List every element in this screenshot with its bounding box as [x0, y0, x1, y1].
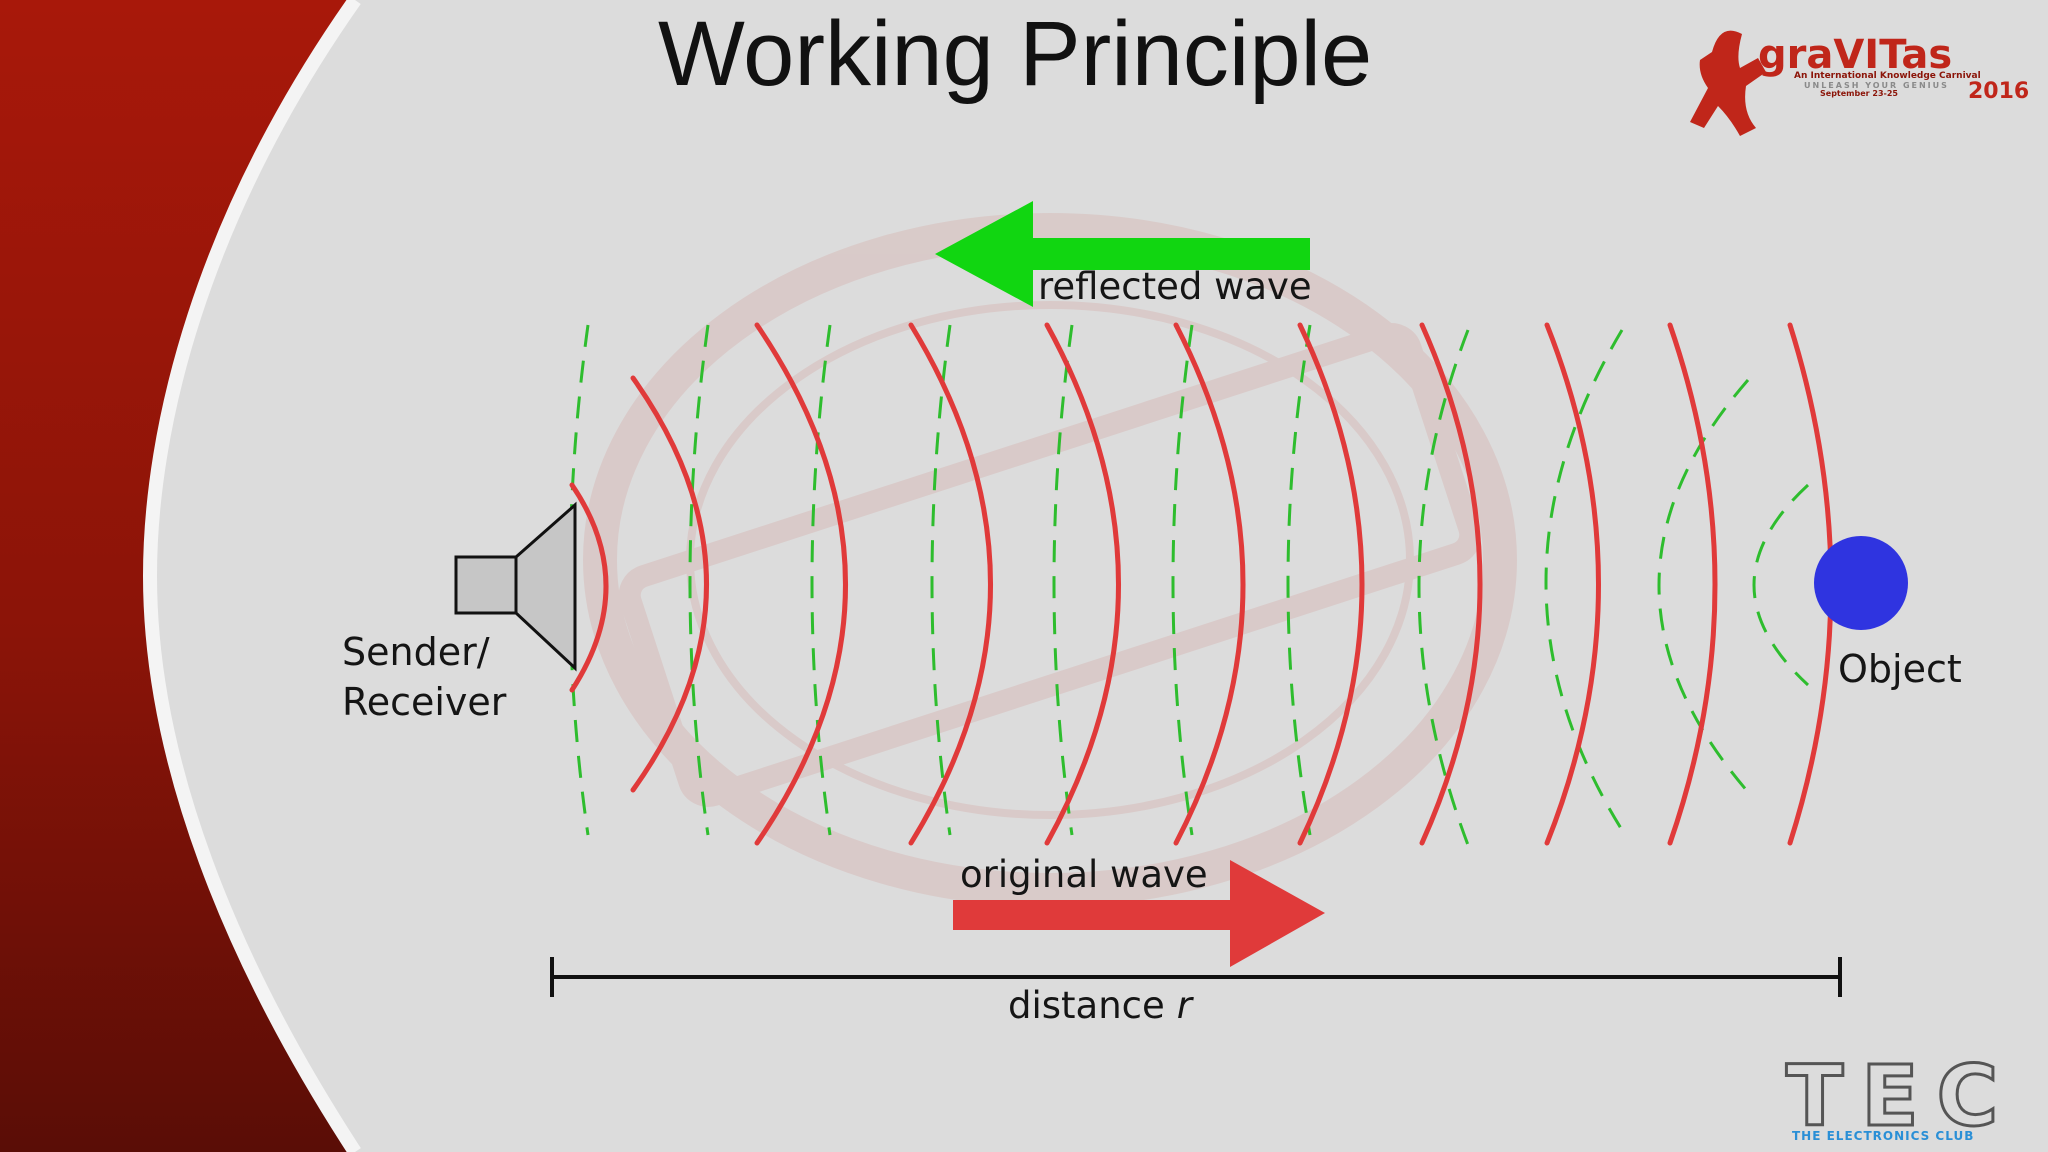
original-wavefront-9 — [1544, 322, 1601, 846]
sender-label-line2: Receiver — [342, 680, 507, 724]
reflected-wavefront-3 — [810, 324, 832, 836]
sidebar-white-edge — [142, 0, 361, 1152]
original-wavefront-1 — [569, 482, 609, 693]
gravitas-year: 2016 — [1968, 79, 2029, 104]
gravitas-logo: graVITas An International Knowledge Carn… — [1690, 30, 2029, 137]
reflected-wavefront-4 — [930, 324, 952, 836]
reflected-wavefront-11 — [1752, 483, 1810, 687]
tec-logo: TEC THE ELECTRONICS CLUB — [1785, 1046, 2016, 1147]
object-label: Object — [1838, 647, 1962, 691]
original-wavefront-5 — [1044, 322, 1121, 846]
original-wavefront-3 — [754, 322, 848, 846]
gravitas-tagline: An International Knowledge Carnival — [1794, 71, 1981, 81]
gravitas-dates: September 23-25 — [1820, 89, 1898, 98]
sender-label-line1: Sender/ — [342, 630, 490, 674]
reflected-wavefront-8 — [1417, 329, 1470, 846]
original-wavefront-8 — [1419, 322, 1483, 846]
reflected-waves — [568, 324, 1810, 846]
object-circle — [1814, 536, 1908, 630]
gravitas-slogan: UNLEASH YOUR GENIUS — [1804, 81, 1949, 90]
original-wave-arrow — [953, 860, 1325, 967]
original-wave-label: original wave — [960, 853, 1208, 896]
gravitas-name: graVITas — [1758, 32, 1952, 78]
distance-bar — [550, 957, 1842, 997]
original-wavefront-4 — [908, 322, 993, 846]
original-wavefront-7 — [1297, 322, 1365, 846]
reflected-wavefront-6 — [1171, 324, 1194, 836]
original-wavefront-10 — [1667, 322, 1718, 846]
reflected-wave-arrow — [935, 201, 1310, 307]
slide-title-text: Working Principle — [658, 3, 1373, 105]
original-wavefront-6 — [1173, 322, 1246, 846]
reflected-wavefront-9 — [1544, 329, 1624, 831]
original-wavefront-2 — [630, 375, 709, 793]
reflected-wavefront-10 — [1657, 379, 1750, 793]
speaker-icon — [454, 501, 577, 672]
stamp-watermark — [583, 213, 1517, 907]
sidebar-red-band — [0, 0, 355, 1152]
reflected-wavefront-5 — [1052, 324, 1074, 836]
reflected-wave-label: reflected wave — [1038, 265, 1312, 308]
slide-title: Working Principle — [0, 0, 2048, 104]
tec-name: THE ELECTRONICS CLUB — [1792, 1129, 1974, 1143]
figure-icon — [1690, 30, 1766, 137]
tec-mark: TEC — [1786, 1047, 2016, 1145]
reflected-wavefront-7 — [1286, 324, 1312, 836]
reflected-wavefront-2 — [688, 324, 710, 836]
